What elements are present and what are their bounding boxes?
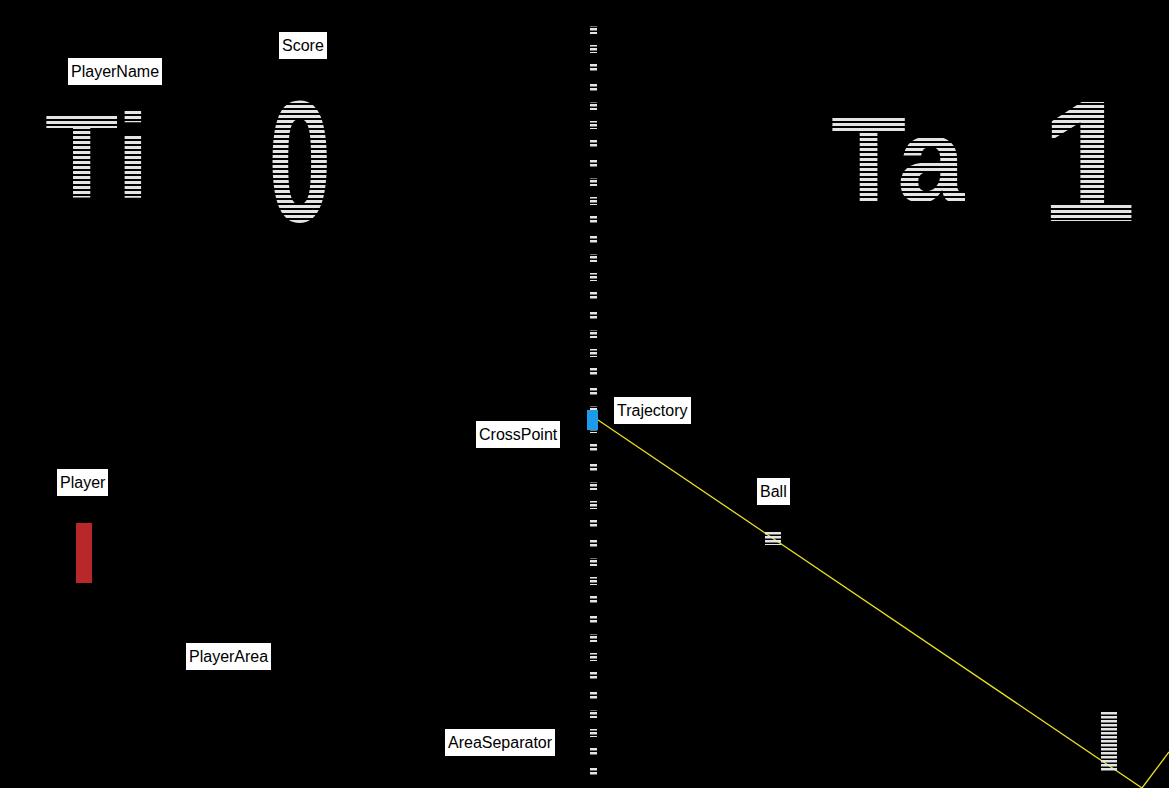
separator-dash [590,615,597,623]
score: 0 [268,75,332,248]
player-name: Ta [831,98,965,221]
annotation-label: Player [57,469,108,496]
area-separator [590,26,597,775]
separator-dash [590,311,597,319]
separator-dash [590,254,597,262]
player-paddle [76,523,92,583]
separator-dash [590,539,597,547]
separator-dash [590,292,597,300]
separator-dash [590,729,597,737]
separator-dash [590,672,597,680]
annotation-label: AreaSeparator [445,729,555,756]
separator-dash [590,235,597,243]
annotation-label: Ball [757,478,790,505]
separator-dash [590,710,597,718]
separator-dash [590,45,597,53]
separator-dash [590,558,597,566]
separator-dash [590,368,597,376]
separator-dash [590,178,597,186]
player-name: Ti [45,96,149,216]
separator-dash [590,349,597,357]
separator-dash [590,140,597,148]
separator-dash [590,767,597,775]
cross-point [587,410,598,430]
score: 1 [1040,75,1136,248]
separator-dash [590,330,597,338]
separator-dash [590,387,597,395]
separator-dash [590,83,597,91]
separator-dash [590,463,597,471]
separator-dash [590,748,597,756]
separator-dash [590,121,597,129]
annotation-label: PlayerArea [186,643,271,670]
trajectory-line [598,420,1142,788]
separator-dash [590,197,597,205]
separator-dash [590,691,597,699]
separator-dash [590,577,597,585]
annotation-label: Score [279,32,327,59]
separator-dash [590,216,597,224]
separator-dash [590,26,597,34]
separator-dash [590,102,597,110]
separator-dash [590,64,597,72]
separator-dash [590,273,597,281]
separator-dash [590,159,597,167]
annotation-label: CrossPoint [476,421,560,448]
separator-dash [590,653,597,661]
separator-dash [590,520,597,528]
annotation-label: Trajectory [614,397,691,424]
separator-dash [590,444,597,452]
ball [765,532,781,545]
opponent-paddle [1101,711,1117,771]
annotation-label: PlayerName [68,58,162,85]
separator-dash [590,596,597,604]
separator-dash [590,482,597,490]
separator-dash [590,634,597,642]
trajectory-bounce [1142,752,1169,788]
separator-dash [590,501,597,509]
